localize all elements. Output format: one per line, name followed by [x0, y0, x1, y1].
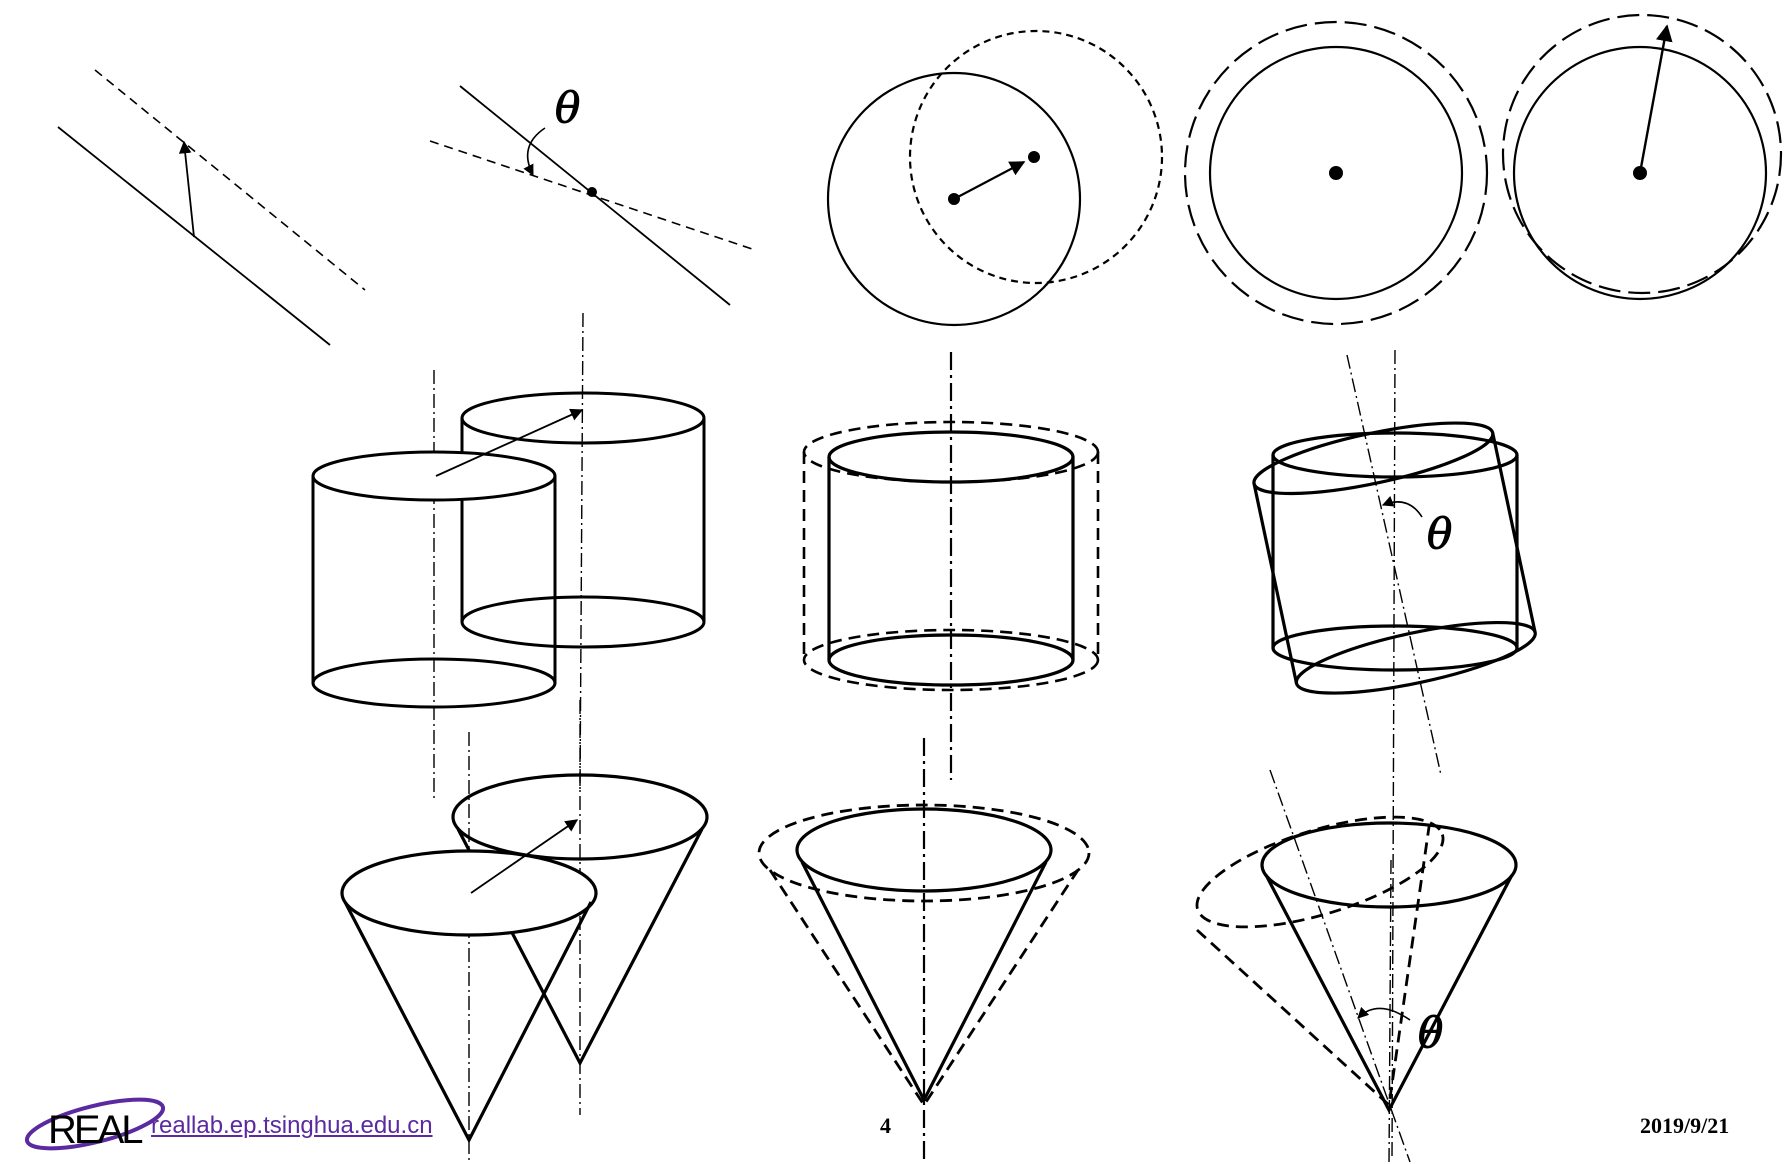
tilted-cylinder-bottom	[1294, 620, 1537, 695]
website-link[interactable]: reallab.ep.tsinghua.edu.cn	[151, 1112, 433, 1139]
dashed-circle	[908, 29, 1164, 285]
cone-base	[340, 849, 598, 937]
translation-arrow	[953, 161, 1026, 200]
cylinder-bottom	[827, 633, 1075, 687]
rotation-arc-arrow	[523, 127, 546, 176]
dashed-cylinder-bottom	[802, 628, 1100, 692]
dashed-circle	[1183, 20, 1489, 326]
axis-vertical	[1391, 349, 1396, 1161]
solid-circle	[826, 71, 1082, 327]
slide-date: 2019/9/21	[1640, 1113, 1730, 1138]
axis-vertical	[1388, 859, 1392, 1164]
page-number: 4	[880, 1113, 891, 1138]
logo-swoosh	[24, 1097, 166, 1151]
cone-translation-diagram	[340, 700, 709, 1164]
dashed-circle	[1501, 13, 1783, 295]
tilted-cylinder-top	[1252, 421, 1495, 496]
line-translation-diagram	[57, 69, 366, 346]
circle-translation-diagram	[826, 29, 1164, 327]
cone-scaling-diagram	[757, 738, 1091, 1164]
theta-label: θ	[1418, 1008, 1443, 1057]
theta-label: θ	[1427, 509, 1452, 558]
theta-label: θ	[555, 83, 580, 132]
solid-circle	[1512, 45, 1768, 301]
rotation-arrow	[1638, 24, 1673, 174]
axis-tilted	[1269, 769, 1411, 1163]
translation-arrow	[470, 819, 579, 894]
cone-sides	[343, 901, 593, 1144]
cone-rotation-diagram: θ	[1195, 769, 1518, 1164]
tilted-cylinder-side	[1491, 432, 1537, 633]
cylinder-top	[311, 450, 557, 502]
logo-text: REAL	[48, 1108, 142, 1152]
cylinder-bottom	[1271, 624, 1519, 672]
cylinder-bottom	[311, 657, 557, 709]
rotation-arc-arrow	[1381, 496, 1423, 518]
dashed-line	[94, 69, 366, 291]
circle-scaling-diagram	[1183, 20, 1489, 326]
cone-sides	[800, 861, 1048, 1104]
dashed-cone-base	[757, 803, 1091, 903]
cylinder-rotation-diagram: θ	[1252, 349, 1537, 1161]
circle-rotation-diagram	[1501, 13, 1783, 301]
rotation-arc-arrow	[1357, 1006, 1411, 1021]
line-rotation-diagram: θ	[429, 83, 756, 306]
cylinder-bottom	[460, 595, 706, 649]
translation-arrow	[435, 408, 584, 477]
cylinder-scaling-diagram	[802, 352, 1100, 780]
cone-base	[795, 807, 1053, 893]
dashed-cone-sides	[1196, 819, 1432, 1108]
cone-sides	[1264, 874, 1514, 1114]
cylinder-translation-diagram	[311, 312, 706, 800]
real-lab-logo: REAL	[24, 1097, 166, 1152]
tilted-cylinder-side	[1252, 483, 1299, 684]
pivot-point	[587, 187, 597, 197]
solid-circle	[1208, 45, 1464, 301]
cone-base	[1260, 821, 1518, 909]
center-point	[1329, 166, 1343, 180]
translation-arrow	[178, 140, 195, 238]
shifted-center-point	[1028, 151, 1040, 163]
cone-base	[451, 773, 709, 861]
